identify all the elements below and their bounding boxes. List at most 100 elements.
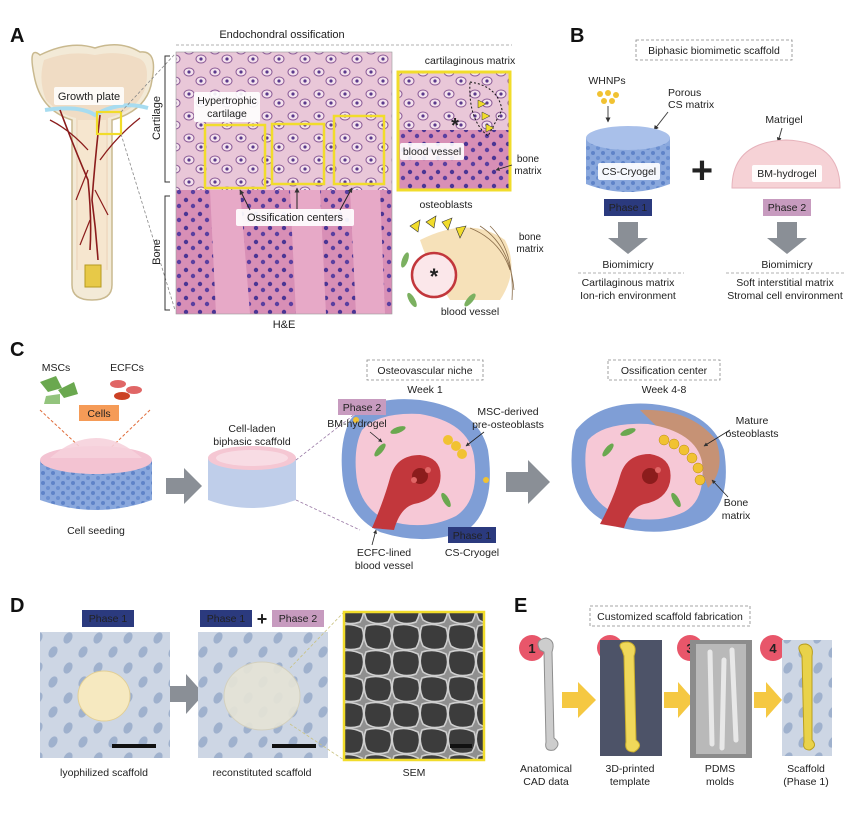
biphasic-title: Biphasic biomimetic scaffold [648,45,780,57]
inset-asterisk: * [451,115,459,137]
whnp-particles [597,90,619,104]
msc-derived-label-2: pre-osteoblasts [472,419,544,431]
panel-c: C MSCs ECFCs Cells Cell seeding Cell-lad… [10,339,779,572]
panel-a: A Growth plate [10,25,544,331]
cell-laden-scaffold [208,446,296,508]
growth-plate-label: Growth plate [58,91,120,103]
panel-d-plus: + [257,609,268,629]
right-line-1: Soft interstitial matrix [736,277,834,289]
panel-c-phase1-badge: Phase 1 [453,530,492,542]
panel-d: D Phase 1 lyophilized scaffold Phase 1 +… [10,595,486,779]
right-line-2: Stromal cell environment [727,290,843,302]
cell-seeding-label: Cell seeding [67,525,125,537]
step-1-label-2: CAD data [523,776,569,788]
msc-cells [40,376,78,404]
diagram-bone-matrix-label-2: matrix [516,244,543,255]
porous-label-2: CS matrix [668,99,715,111]
cell-laden-label-2: biphasic scaffold [213,436,291,448]
mature-label-2: osteoblasts [725,428,778,440]
panel-d-letter: D [10,595,24,617]
panel-d-phase2-badge: Phase 2 [279,613,318,625]
panel-e-arrow-3 [754,682,782,718]
osteovascular-niche-illustration [341,399,490,540]
ossification-center-illustration [571,403,726,532]
ossification-centers-label: Ossification centers [247,212,343,224]
panel-b-down-arrow-2 [767,222,807,254]
step-1-label-1: Anatomical [520,763,572,775]
week48-label: Week 4-8 [642,384,687,396]
scaffold-photo [782,640,832,756]
printed-template-photo [600,640,662,756]
panel-e-letter: E [514,595,527,617]
panel-c-arrow-1 [166,468,202,504]
step-1-num: 1 [528,641,535,656]
cs-cryogel-label: CS-Cryogel [602,166,656,178]
bm-hydrogel-illustration: BM-hydrogel [731,139,841,189]
osteoblasts-label: osteoblasts [419,199,472,211]
endochondral-title: Endochondral ossification [219,29,344,41]
histology-inset: * blood vessel [396,70,512,192]
inset-blood-vessel-label: blood vessel [403,146,461,158]
biomimicry-right: Biomimicry [761,259,813,271]
diagram-asterisk: * [430,264,439,289]
bone-matrix-label-1: Bone [724,497,749,509]
inset-bone-matrix-label-2: matrix [514,166,541,177]
bone-label: Bone [151,239,163,265]
step-3-label-1: PDMS [705,763,735,775]
step-2-label-1: 3D-printed [605,763,654,775]
cartilaginous-matrix-label: cartilaginous matrix [425,55,516,67]
step-4-badge [760,635,786,661]
diagram-bone-matrix-label-1: bone [519,232,542,243]
panel-e: E Customized scaffold fabrication 1 Anat… [514,595,832,788]
cs-cryogel-illustration: CS-Cryogel [586,126,670,192]
reconstituted-label: reconstituted scaffold [212,767,311,779]
panel-d-arrow [170,674,204,714]
panel-c-cs-cryogel-label: CS-Cryogel [445,547,499,559]
panel-b-phase1-badge: Phase 1 [609,202,648,214]
sem-image [342,610,486,762]
panel-c-arrow-2 [506,460,550,504]
sem-label: SEM [403,767,426,779]
he-histology-image: Hypertrophic cartilage Ossification cent… [175,51,393,315]
niche-title: Osteovascular niche [377,365,472,377]
osteoblast-schematic: * [401,215,515,308]
ecfcs-label: ECFCs [110,362,144,374]
left-line-1: Cartilaginous matrix [582,277,676,289]
bm-hydrogel-label: BM-hydrogel [757,168,817,180]
mscs-label: MSCs [42,362,71,374]
ossification-title: Ossification center [621,365,708,377]
matrigel-label: Matrigel [765,114,802,126]
cartilage-label: Cartilage [151,96,163,140]
panel-b-letter: B [570,25,584,47]
panel-b-down-arrow-1 [608,222,648,254]
left-line-2: Ion-rich environment [580,290,676,302]
ecfc-cells [110,380,142,400]
fabrication-title: Customized scaffold fabrication [597,611,743,623]
panel-e-arrow-2 [664,682,694,718]
reconstituted-photo [198,632,328,758]
pdms-molds-photo [690,640,752,758]
hypertrophic-label-1: Hypertrophic [197,95,257,107]
ecfc-lined-label-2: blood vessel [355,560,413,572]
panel-d-phase1-badge: Phase 1 [89,613,128,625]
panel-c-letter: C [10,339,24,361]
msc-derived-label-1: MSC-derived [477,406,538,418]
inset-bone-matrix-label-1: bone [517,154,540,165]
panel-a-letter: A [10,25,24,47]
panel-b-phase2-badge: Phase 2 [768,202,807,214]
bone-matrix-label-2: matrix [722,510,751,522]
biomimicry-left: Biomimicry [602,259,654,271]
lyophilized-photo [40,632,170,758]
step-4-num: 4 [769,641,777,656]
cell-laden-label-1: Cell-laden [228,423,275,435]
mature-label-1: Mature [736,415,769,427]
panel-c-phase2-badge: Phase 2 [343,402,382,414]
cell-seeding-scaffold [40,438,152,510]
femur-illustration: Growth plate [31,44,176,311]
plus-sign: + [691,150,713,192]
week1-label: Week 1 [407,384,443,396]
step-4-label-1: Scaffold [787,763,825,775]
cad-bone-illustration [537,637,559,751]
panel-c-bm-hydrogel-label: BM-hydrogel [327,418,387,430]
he-label: H&E [273,319,296,331]
